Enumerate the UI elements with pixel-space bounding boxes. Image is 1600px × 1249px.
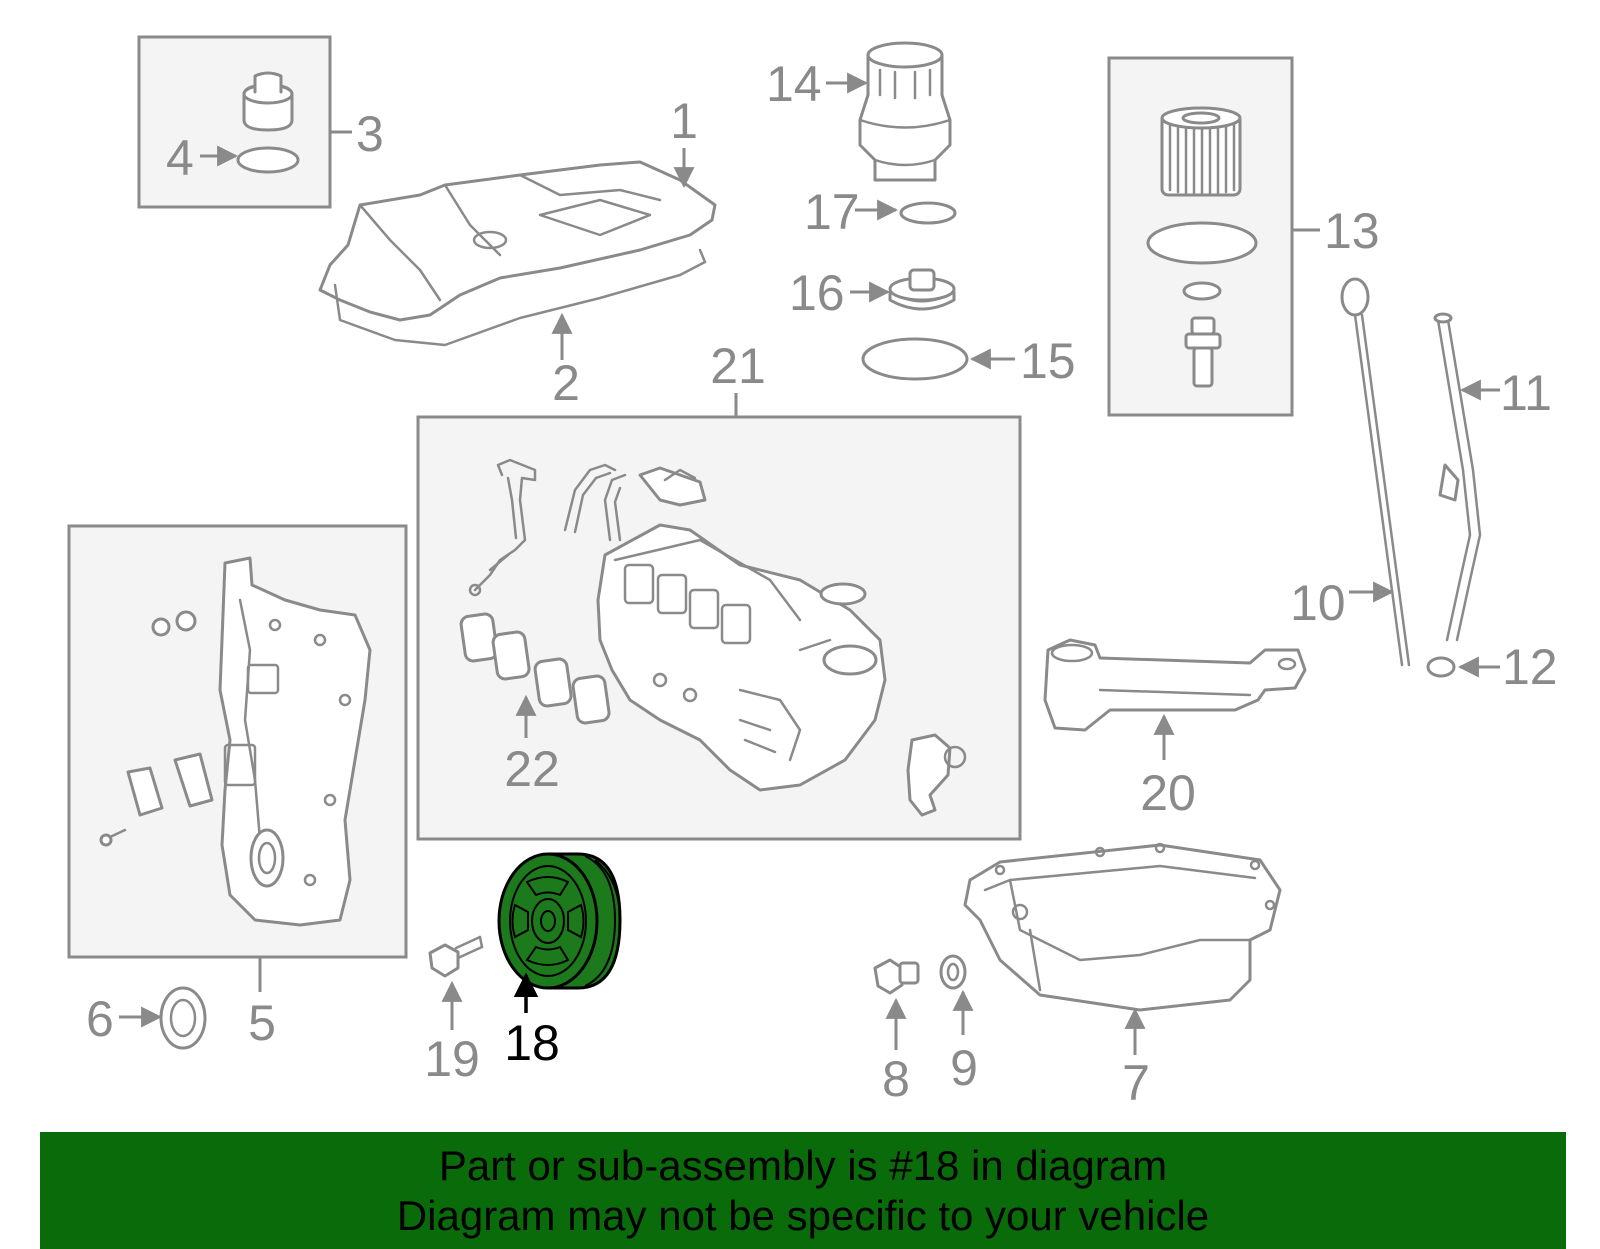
guide-o-ring-12 <box>1426 656 1456 678</box>
intake-gasket-set <box>459 612 611 725</box>
throttle-sensor <box>906 733 967 817</box>
o-ring-15 <box>861 337 969 381</box>
callout-10: 10 <box>1290 575 1346 631</box>
callout-3: 3 <box>356 106 384 162</box>
oil-pan <box>963 842 1282 1012</box>
oil-filler-cap <box>242 71 294 132</box>
callout-14: 14 <box>766 56 822 112</box>
callout-17: 17 <box>804 184 860 240</box>
vsv-bracket <box>638 466 707 507</box>
callout-21: 21 <box>710 338 766 394</box>
cover-gasket-b <box>173 752 214 808</box>
pcv-hose <box>468 458 537 597</box>
manifold-o-ring <box>819 582 867 606</box>
oil-filter-cap <box>858 41 952 182</box>
callout-16: 16 <box>789 265 845 321</box>
oil-strainer <box>1043 638 1307 732</box>
cover-plugs <box>151 610 197 637</box>
callout-12: 12 <box>1502 639 1558 695</box>
drain-plug-gasket <box>939 954 967 990</box>
callout-22: 22 <box>504 741 560 797</box>
part-info-banner: Part or sub-assembly is #18 in diagram D… <box>40 1132 1566 1249</box>
cover-gasket-a <box>126 766 164 817</box>
oil-filter-element <box>1160 106 1242 197</box>
callout-4: 4 <box>166 130 194 186</box>
timing-chain-cover <box>218 556 372 927</box>
oil-level-dipstick <box>1340 277 1411 667</box>
drain-plug-16 <box>888 268 956 311</box>
callout-2: 2 <box>552 355 580 411</box>
drain-pipe <box>1184 316 1222 388</box>
callout-18: 18 <box>504 1015 560 1071</box>
filter-o-ring-large <box>1146 221 1258 265</box>
filter-cap-o-ring <box>899 201 957 225</box>
banner-line-part-number: Part or sub-assembly is #18 in diagram <box>438 1141 1168 1189</box>
callout-9: 9 <box>950 1040 978 1096</box>
banner-line-disclaimer: Diagram may not be specific to your vehi… <box>396 1191 1210 1239</box>
valve-cover-gasket <box>333 248 707 347</box>
filter-o-ring-small <box>1182 281 1222 301</box>
callout-8: 8 <box>882 1051 910 1107</box>
intake-manifold <box>596 523 887 792</box>
callout-15: 15 <box>1020 333 1076 389</box>
callout-13: 13 <box>1324 203 1380 259</box>
callout-11: 11 <box>1500 365 1552 421</box>
crankshaft-pulley <box>497 852 622 990</box>
callout-7: 7 <box>1122 1055 1150 1111</box>
vacuum-hose <box>563 463 627 542</box>
callout-20: 20 <box>1140 765 1196 821</box>
crankshaft-seal <box>159 986 207 1050</box>
filler-cap-gasket <box>236 146 300 174</box>
callout-5: 5 <box>248 995 276 1051</box>
callout-1: 1 <box>670 93 698 149</box>
callout-6: 6 <box>86 991 114 1047</box>
box-group-3 <box>137 35 332 209</box>
pulley-bolt <box>428 935 484 978</box>
callout-19: 19 <box>424 1031 480 1087</box>
valve-cover <box>318 160 717 322</box>
cover-bolt <box>99 828 127 847</box>
dipstick-guide-tube <box>1433 312 1482 642</box>
drain-plug-8 <box>873 958 920 995</box>
